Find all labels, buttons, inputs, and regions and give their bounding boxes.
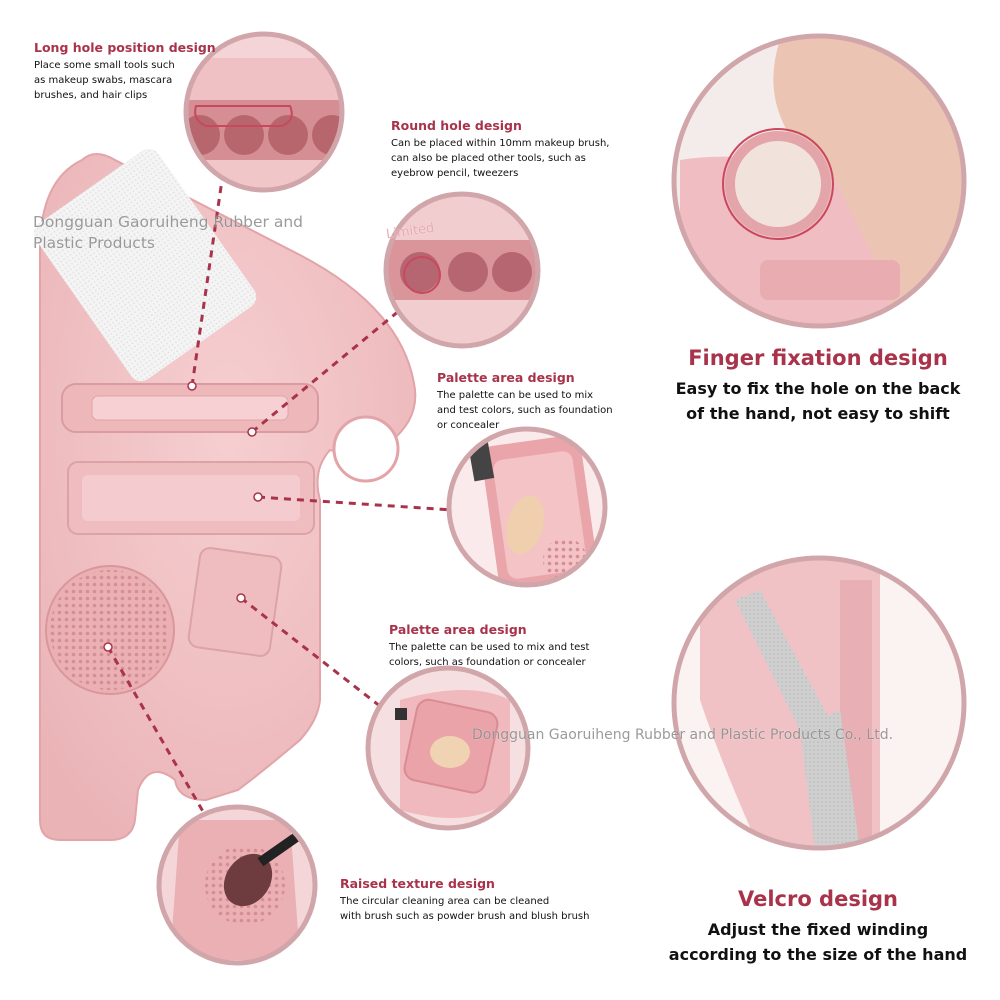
feature-title: Palette area design	[389, 622, 527, 637]
velcro-strap	[33, 148, 257, 382]
detail-circle-finger	[671, 33, 967, 329]
watermark-left: Dongguan Gaoruiheng Rubber and Plastic P…	[33, 213, 304, 252]
palette-square	[187, 547, 283, 657]
detail-circle-palette-2	[365, 665, 531, 831]
highlight-desc: Adjust the fixed winding according to th…	[668, 920, 968, 964]
detail-circle-velcro	[671, 555, 967, 851]
feature-long-hole: Long hole position design Place some sma…	[34, 40, 224, 103]
leader-dots	[103, 381, 263, 652]
detail-circle-texture	[156, 804, 318, 966]
feature-title: Round hole design	[391, 118, 522, 133]
feature-round-hole: Round hole design Can be placed within 1…	[391, 118, 651, 181]
highlight-title: Finger fixation design	[688, 346, 948, 370]
feature-palette-1: Palette area design The palette can be u…	[437, 370, 657, 433]
leader-lines	[106, 179, 453, 816]
feature-title: Palette area design	[437, 370, 575, 385]
feature-desc: Place some small tools such as makeup sw…	[34, 60, 175, 101]
feature-desc: The palette can be used to mix and test …	[437, 390, 613, 431]
highlight-finger-fixation: Finger fixation design Easy to fix the h…	[650, 346, 986, 426]
feature-desc: Can be placed within 10mm makeup brush, …	[391, 138, 610, 179]
highlight-title: Velcro design	[737, 887, 899, 911]
watermark-right: Dongguan Gaoruiheng Rubber and Plastic P…	[472, 727, 894, 743]
detail-circle-palette-1	[446, 426, 608, 588]
feature-palette-2: Palette area design The palette can be u…	[389, 622, 649, 670]
feature-title: Raised texture design	[340, 876, 495, 891]
highlight-velcro: Velcro design Adjust the fixed winding a…	[640, 887, 996, 967]
feature-desc: The circular cleaning area can be cleane…	[340, 896, 590, 922]
feature-desc: The palette can be used to mix and test …	[389, 642, 590, 668]
finger-hole	[332, 415, 400, 483]
detail-circle-long-hole	[183, 31, 345, 193]
feature-raised-texture: Raised texture design The circular clean…	[340, 876, 640, 924]
detail-circle-round-hole	[383, 191, 541, 349]
highlight-desc: Easy to fix the hole on the back of the …	[675, 379, 961, 423]
silicone-mat	[33, 148, 417, 841]
feature-title: Long hole position design	[34, 40, 216, 55]
